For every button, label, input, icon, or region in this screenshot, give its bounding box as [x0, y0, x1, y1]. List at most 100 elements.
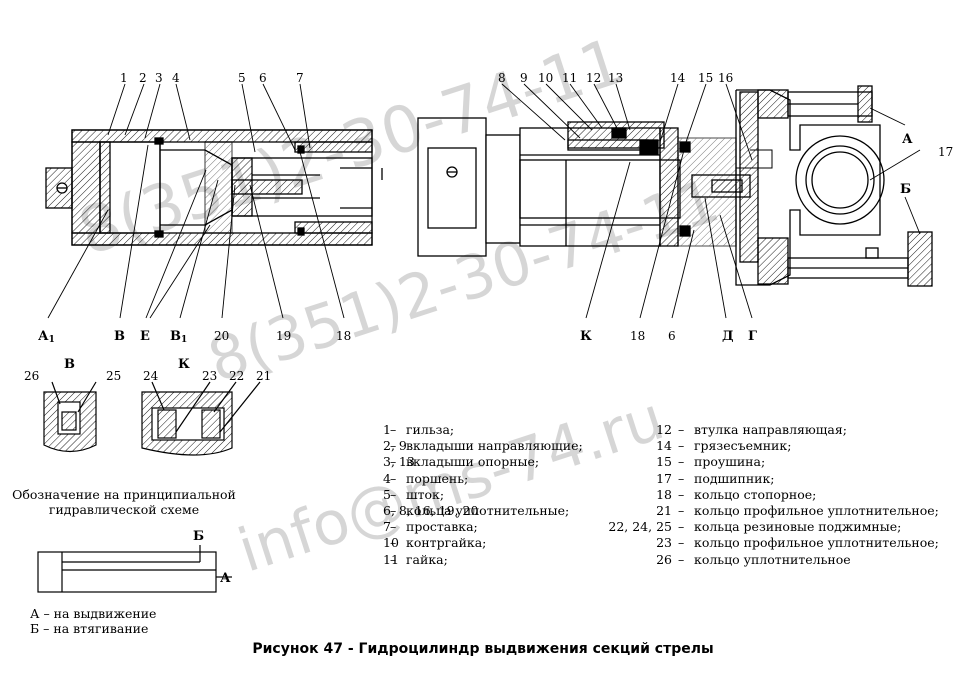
callout-23: 23 — [202, 369, 217, 383]
legend-item-text: гайка; — [406, 551, 448, 567]
legend-item-number: 23 — [656, 535, 672, 551]
callout-22: 22 — [229, 369, 244, 383]
callout-24: 24 — [143, 369, 159, 383]
callout-7: 7 — [296, 71, 304, 85]
legend-item-number: 12 — [656, 422, 672, 437]
legend-item-text: грязесъемник; — [694, 438, 792, 454]
callout-19: 19 — [276, 329, 291, 343]
callout-5: 5 — [238, 71, 246, 85]
callout-13: 13 — [608, 71, 623, 85]
note-a: А – на выдвижение — [30, 606, 157, 621]
legend-item-dash: – — [390, 535, 397, 551]
legend-item-text: втулка направляющая; — [694, 422, 847, 437]
legend-item-text: гильза; — [406, 422, 455, 437]
legend-item-text: кольцо профильное уплотнительное; — [694, 535, 939, 551]
legend-item-text: кольцо профильное уплотнительное; — [694, 503, 939, 518]
callout-20: 20 — [214, 329, 229, 343]
designation-title-line2: гидравлической схеме — [48, 502, 200, 517]
label-k: К — [580, 329, 592, 344]
port-a-label: А — [902, 132, 913, 147]
cylinder-break-section — [417, 117, 661, 257]
legend-item-dash: – — [390, 438, 397, 454]
legend-item-dash: – — [678, 486, 685, 502]
legend-item-dash: – — [390, 519, 397, 535]
designation-title: Обозначение на принципиальной гидравличе… — [4, 487, 244, 517]
legend-item-number: 15 — [656, 454, 672, 470]
detail-k-title: К — [178, 357, 190, 372]
port-b-label: Б — [900, 182, 911, 197]
label-a1: А1 — [38, 329, 55, 345]
legend-item-dash: – — [390, 551, 397, 567]
label-g: Г — [748, 329, 757, 344]
label-d: Д — [722, 329, 734, 344]
callout-6: 6 — [259, 71, 267, 85]
legend-item-dash: – — [678, 470, 685, 486]
legend-item-dash: – — [678, 551, 685, 567]
callout-2: 2 — [139, 71, 147, 85]
callout-1: 1 — [120, 71, 128, 85]
callout-16: 16 — [718, 71, 733, 85]
callout-18-right: 18 — [630, 329, 645, 343]
legend-item-text: кольца резиновые поджимные; — [694, 519, 902, 535]
legend-item-text: вкладыши направляющие; — [406, 438, 583, 454]
callout-12: 12 — [586, 71, 601, 85]
legend-item-text: кольцо стопорное; — [694, 486, 817, 502]
callout-11: 11 — [562, 71, 577, 85]
note-b: Б – на втягивание — [30, 621, 149, 636]
designation-notes: А – на выдвижение Б – на втягивание — [30, 606, 156, 636]
detail-view-k — [141, 381, 261, 456]
legend-item-number: 18 — [656, 486, 672, 502]
callout-8: 8 — [498, 71, 506, 85]
callout-21: 21 — [256, 369, 271, 383]
symbol-port-a: А — [220, 571, 231, 586]
legend-item-dash: – — [390, 470, 397, 486]
legend-item-dash: – — [678, 454, 685, 470]
legend-item-dash: – — [678, 503, 685, 518]
callout-4: 4 — [172, 71, 180, 85]
hydraulic-symbol — [37, 545, 232, 593]
symbol-port-b: Б — [193, 529, 204, 544]
legend-item-text: поршень; — [406, 470, 469, 486]
legend-item-dash: – — [390, 503, 397, 518]
legend-item-number: 22, 24, 25 — [608, 519, 672, 535]
legend-left: 1–гильза;2, 9–вкладыши направляющие;3, 1… — [383, 422, 583, 567]
figure-caption: Рисунок 47 - Гидроцилиндр выдвижения сек… — [252, 641, 714, 657]
legend-item-text: контргайка; — [406, 535, 487, 551]
callout-15: 15 — [698, 71, 713, 85]
legend-item-dash: – — [678, 535, 685, 551]
label-v: В — [114, 329, 125, 344]
legend-item-text: кольцо уплотнительное — [694, 551, 851, 567]
legend-right: 12–втулка направляющая;14–грязесъемник;1… — [600, 422, 966, 572]
legend-item-text: проушина; — [694, 454, 766, 470]
legend-item-dash: – — [678, 422, 685, 437]
designation-title-line1: Обозначение на принципиальной — [12, 487, 236, 502]
detail-v-title: В — [64, 357, 75, 372]
legend-item-text: вкладыши опорные; — [406, 454, 540, 470]
legend-item-number: 14 — [656, 438, 672, 454]
callout-6-right: 6 — [668, 329, 676, 343]
legend-item-number: 26 — [656, 551, 672, 567]
legend-item-text: подшипник; — [694, 470, 775, 486]
callout-17: 17 — [938, 145, 953, 159]
callout-9: 9 — [520, 71, 528, 85]
legend-item-number: 17 — [656, 470, 672, 486]
legend-item-number: 21 — [656, 503, 672, 518]
callout-numbers-top: 1 2 3 4 5 6 7 8 9 10 11 12 13 14 15 16 1… — [120, 71, 953, 197]
legend-item-dash: – — [678, 438, 685, 454]
callout-10: 10 — [538, 71, 553, 85]
callout-25: 25 — [106, 369, 121, 383]
callout-14: 14 — [670, 71, 686, 85]
label-v1: В1 — [170, 329, 187, 345]
legend-item-text: кольца уплотнительные; — [406, 503, 570, 518]
legend-item-dash: – — [390, 454, 397, 470]
detail-view-v — [43, 381, 97, 453]
legend-item-text: проставка; — [406, 519, 478, 535]
legend-item-dash: – — [390, 422, 397, 437]
leader-lines — [47, 83, 921, 319]
legend-item-dash: – — [678, 519, 685, 535]
callout-26: 26 — [24, 369, 39, 383]
cylinder-body — [45, 129, 383, 246]
label-e: Е — [140, 329, 150, 344]
detail-labels: В 26 25 К 24 23 22 21 — [24, 357, 271, 383]
